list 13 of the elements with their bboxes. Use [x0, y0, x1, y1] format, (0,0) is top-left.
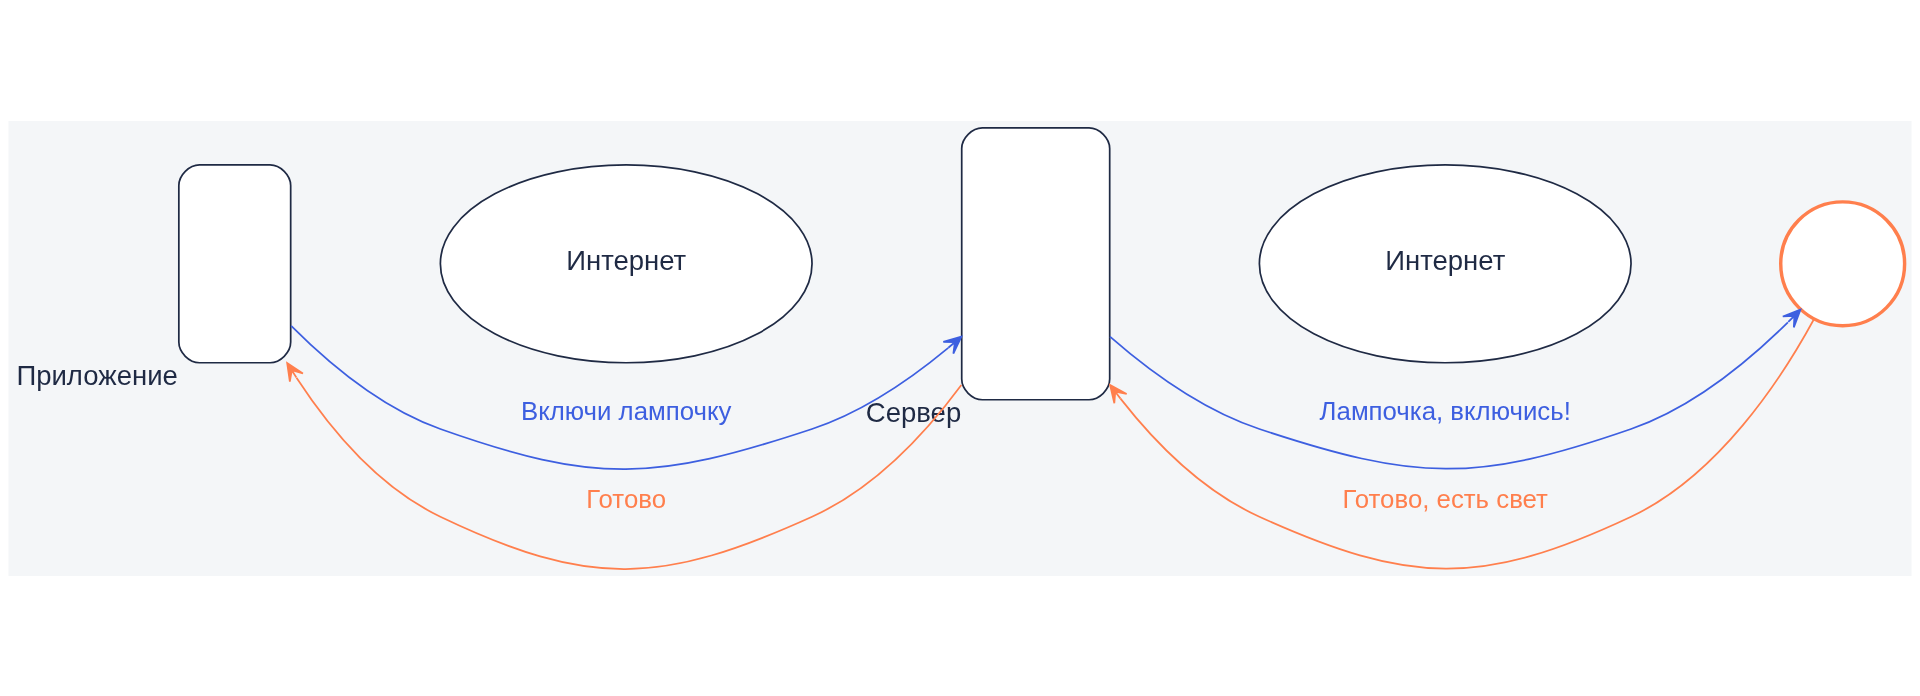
edge-label: Готово, есть свет [1342, 484, 1548, 513]
node-ellipse: Интернет [439, 163, 813, 364]
node-ellipse: Интернет [1258, 163, 1632, 364]
node-box [178, 163, 292, 364]
edge-label: Готово [586, 484, 667, 513]
node-label: Приложение [16, 359, 178, 391]
edge-label: Включи лампочку [520, 396, 732, 425]
node-box [960, 126, 1111, 401]
edge-label: Лампочка, включись! [1319, 396, 1571, 425]
arrow [286, 361, 963, 570]
arrow [1109, 317, 1815, 569]
arrow [290, 324, 963, 470]
arrow [1109, 308, 1802, 470]
